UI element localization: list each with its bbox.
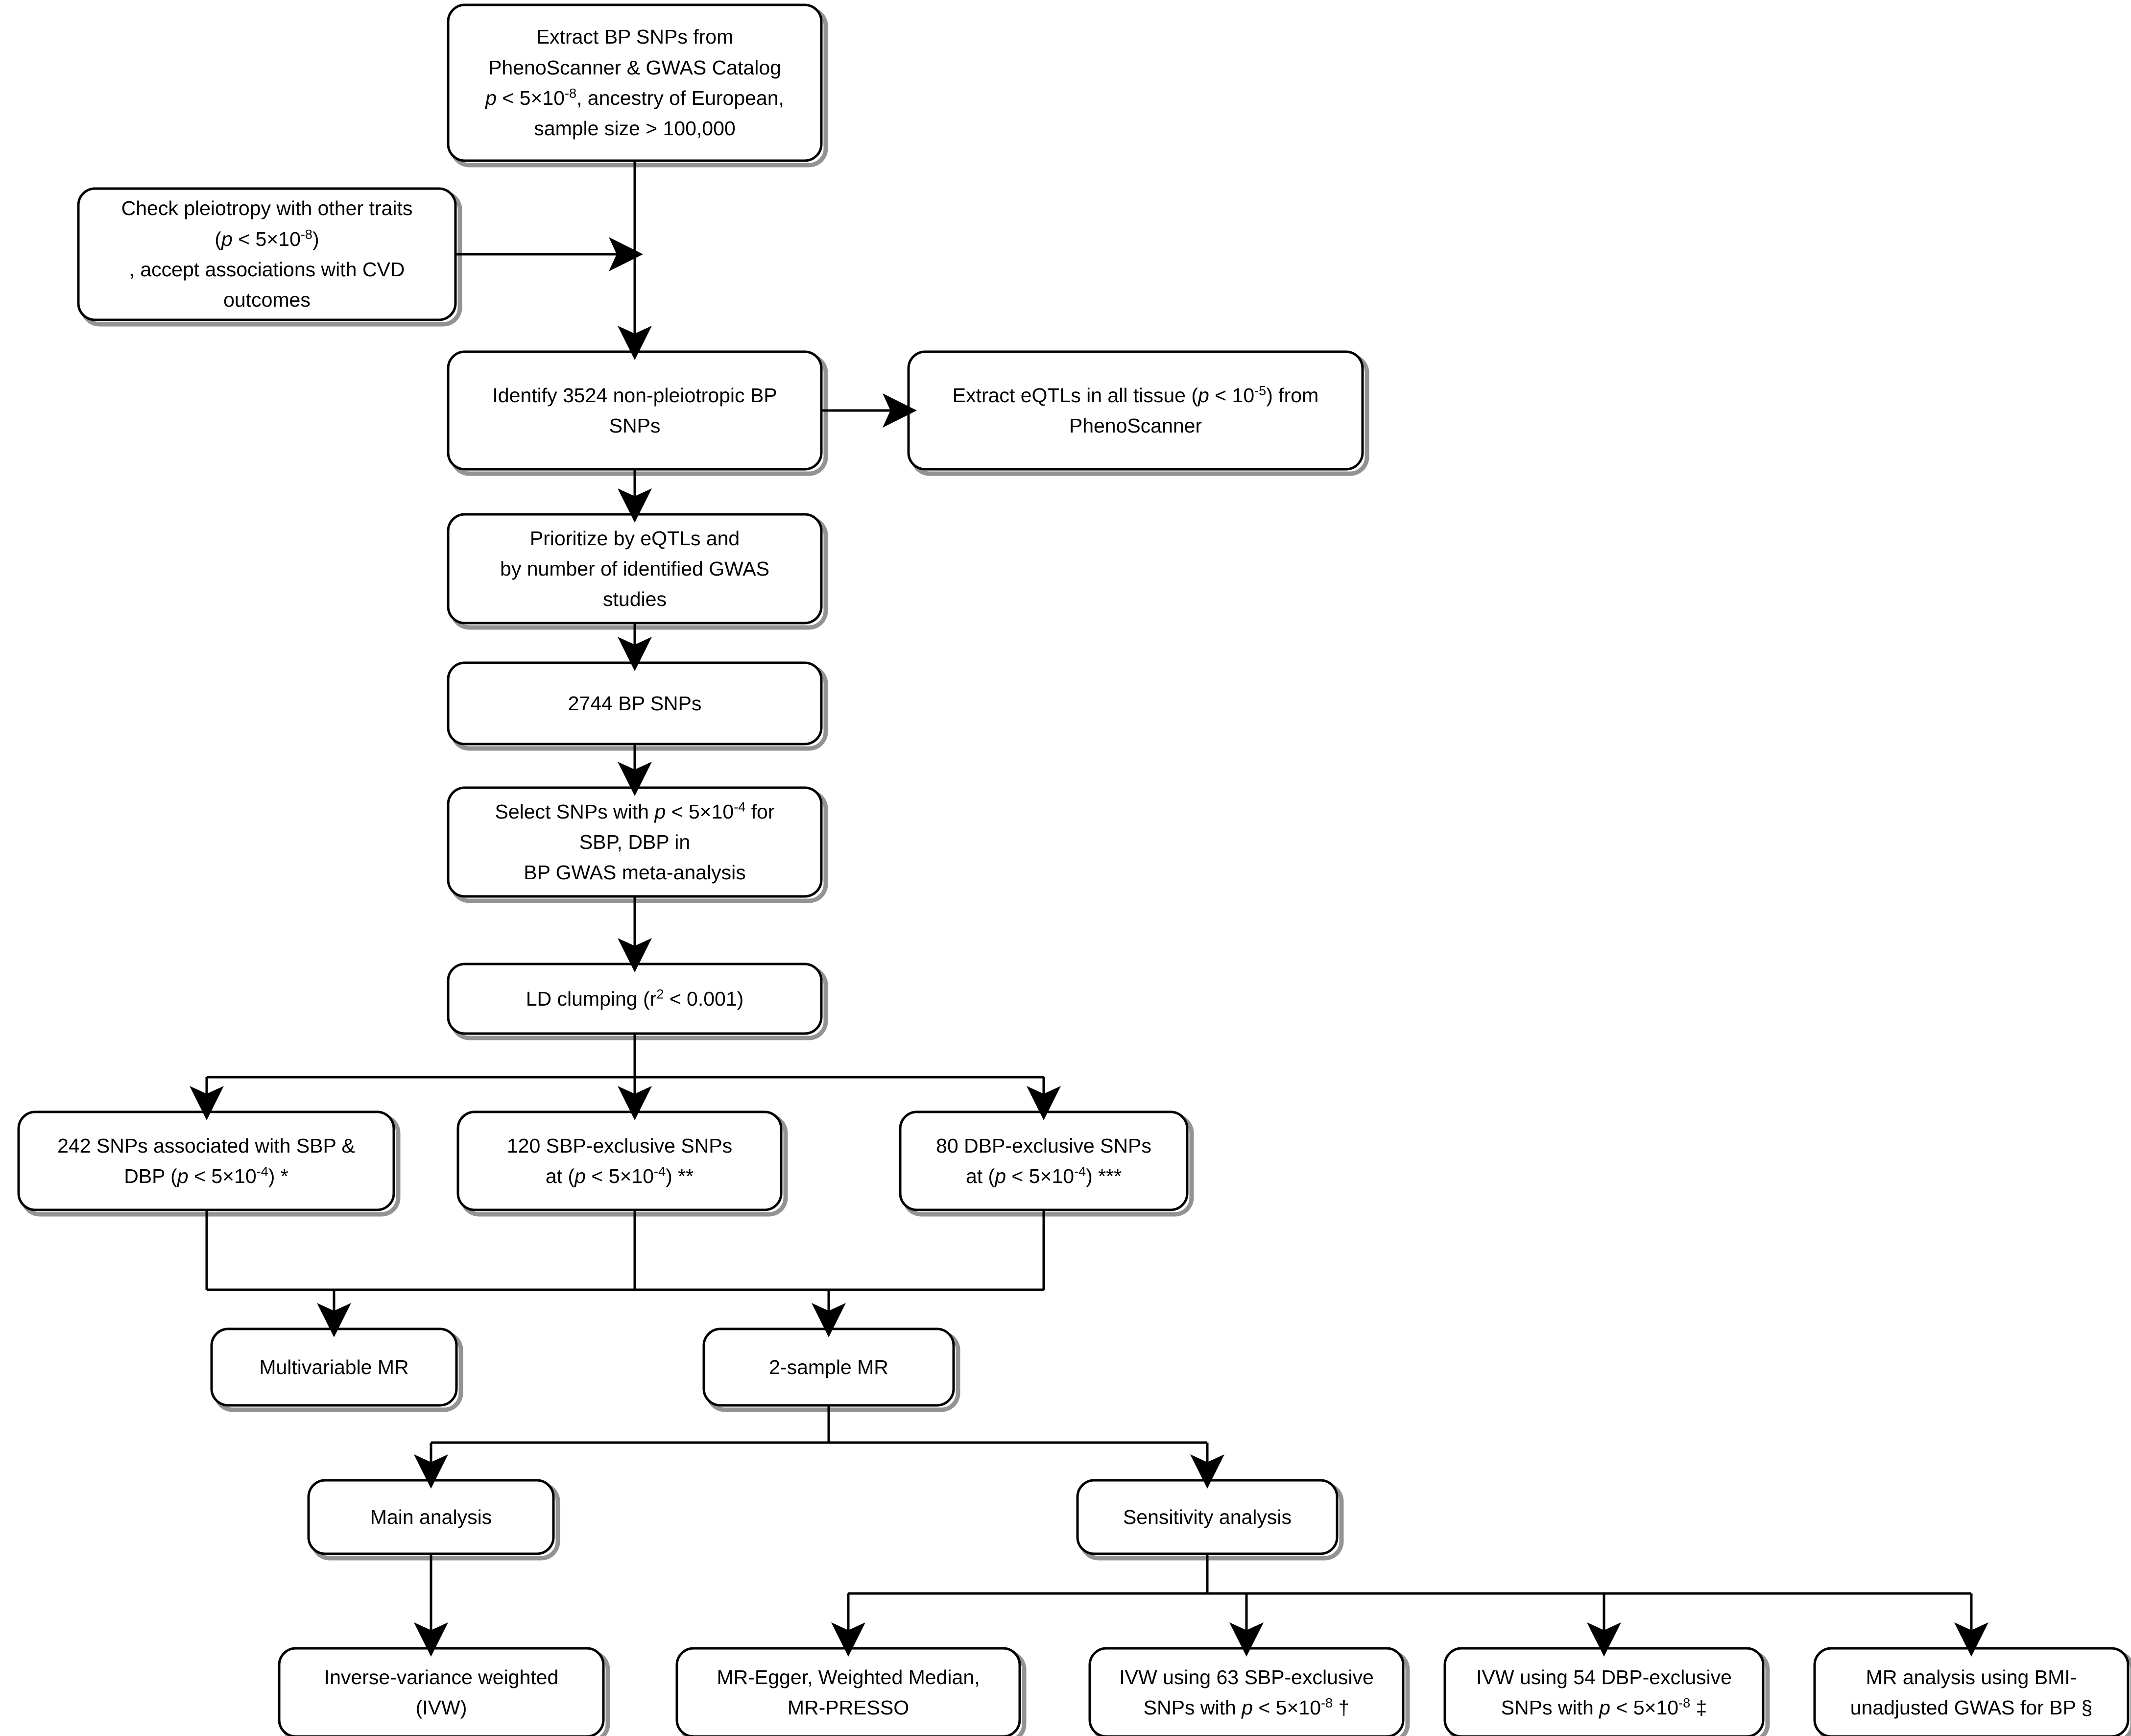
two-sample-mr-box [702,1327,955,1407]
select-snps-threshold-box [447,786,823,898]
inverse-variance-weighted-box [278,1647,605,1736]
clumping-split-connector [190,1034,1061,1120]
dbp-exclusive-snps-box [899,1110,1189,1211]
check-pleiotropy-box [77,187,457,321]
main-analysis-box [307,1479,555,1555]
mr-egger-weighted-median-presso-box [675,1647,1021,1736]
extract-bp-snps-box [447,3,823,162]
snps-merge-connector [205,1210,1045,1337]
identify-non-pleiotropic-snps-box [447,350,823,471]
ivw-63-sbp-exclusive-box [1088,1647,1405,1736]
multivariable-mr-box [210,1327,458,1407]
ld-clumping-box [447,963,823,1035]
sensitivity-analysis-box [1076,1479,1339,1555]
bp-snps-count-box [447,661,823,746]
box-outlines [17,3,2130,1736]
connector-lines [190,161,1988,1657]
snps-sbp-and-dbp-box [17,1110,395,1211]
sbp-exclusive-snps-box [456,1110,783,1211]
extract-eqtls-box [907,350,1364,471]
prioritize-by-eqtls-box [447,513,823,625]
mr-bmi-unadjusted-gwas-box [1813,1647,2130,1736]
ivw-54-dbp-exclusive-box [1443,1647,1765,1736]
2sample-split-connector [414,1405,1224,1489]
sensitivity-fanout-connector [831,1554,1988,1657]
